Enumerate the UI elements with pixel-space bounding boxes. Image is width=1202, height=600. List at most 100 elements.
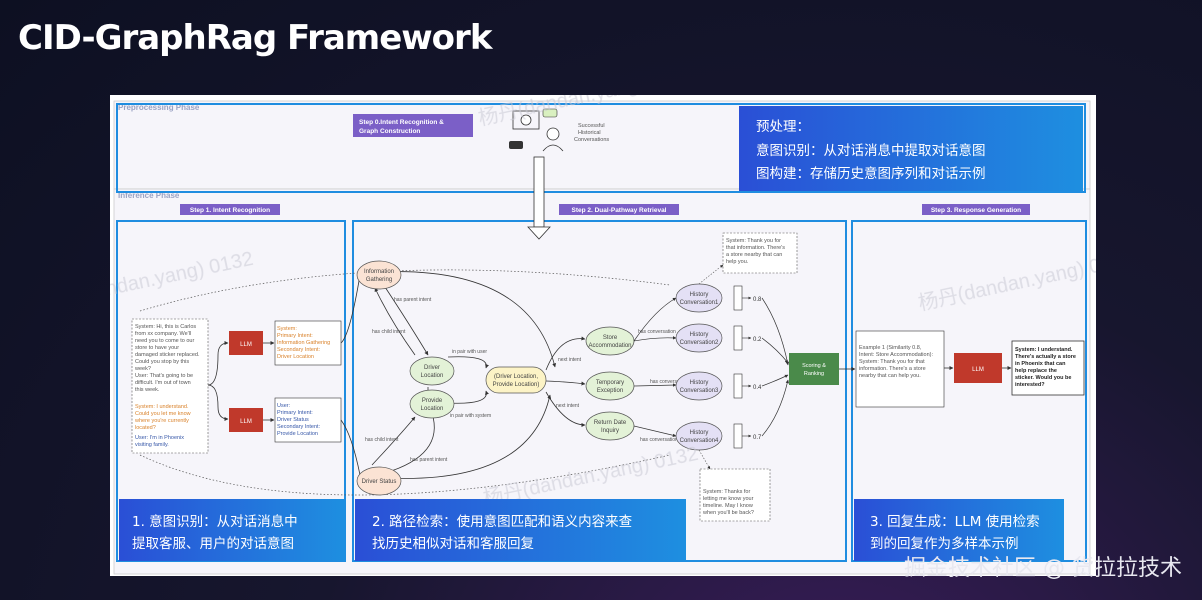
step3-cn-box <box>854 499 1064 561</box>
scores-to-ranking-edges <box>761 297 790 437</box>
step0-text: Step 0.Intent Recognition & <box>359 119 444 126</box>
svg-text:0.7: 0.7 <box>753 435 762 441</box>
svg-text:History: History <box>690 380 709 386</box>
svg-text:need you to come to our: need you to come to our <box>135 338 194 344</box>
node-temporary-exception-label: Temporary <box>596 380 624 386</box>
node-provide-location <box>409 389 455 419</box>
svg-text:letting me know your: letting me know your <box>703 496 754 502</box>
svg-text:next intent: next intent <box>558 357 582 363</box>
preprocessing-label: Preprocessing Phase <box>118 103 200 112</box>
step2-cn-line1: 2. 路径检索：使用意图匹配和语义内容来查 <box>372 513 633 530</box>
node-driver-status <box>356 466 402 496</box>
preprocessing-cn-line1: 意图识别：从对话消息中提取对话意图 <box>756 142 986 159</box>
svg-text:when you'll be back?: when you'll be back? <box>702 510 754 516</box>
svg-text:timeline. May I know: timeline. May I know <box>703 503 753 509</box>
step3-cn-line2: 到的回复作为多样本示例 <box>870 535 1019 552</box>
edge-labels: has parent intent has child intent in pa… <box>365 297 688 463</box>
conversation-lines: System: Hi, this is Carlos from xx compa… <box>134 324 200 448</box>
node-return-date-inquiry <box>585 411 635 441</box>
svg-text:User: I'm in Phoenix: User: I'm in Phoenix <box>135 435 184 441</box>
example-lines: Example 1 (Similarity 0.8, Intent: Store… <box>859 345 933 379</box>
response-box <box>1011 340 1085 396</box>
down-arrow-icon <box>527 156 551 240</box>
node-temporary-exception-label-2: Exception <box>597 388 623 394</box>
node-center-pair <box>485 366 547 394</box>
llm-label-2: LLM <box>240 419 252 425</box>
svg-text:Driver Status: Driver Status <box>277 417 309 423</box>
system-intent-lines: System: Primary Intent: Information Gath… <box>277 326 330 360</box>
svg-text:located?: located? <box>135 425 156 431</box>
node-provide-location-label-2: Location <box>421 406 444 412</box>
history-conversation-3: History Conversation3 0.4 <box>675 371 762 401</box>
svg-text:a store nearby that can: a store nearby that can <box>726 252 782 258</box>
node-center-pair-label: (Driver Location, <box>494 374 538 380</box>
user-intent-box <box>274 397 342 443</box>
svg-text:that information. There's: that information. There's <box>726 245 785 251</box>
svg-text:sticker. Would you be: sticker. Would you be <box>1015 375 1071 381</box>
llm-box-1 <box>229 331 263 355</box>
step2-cn-box <box>355 499 686 561</box>
note-top <box>722 232 798 274</box>
svg-text:Secondary Intent:: Secondary Intent: <box>277 424 321 430</box>
svg-text:difficult. I'm out of town: difficult. I'm out of town <box>135 380 191 386</box>
svg-text:0.4: 0.4 <box>753 385 762 391</box>
svg-text:has conversation: has conversation <box>638 329 676 335</box>
svg-text:0.2: 0.2 <box>753 337 762 343</box>
svg-text:where you're currently: where you're currently <box>134 418 189 424</box>
scoring-ranking-box <box>789 353 839 385</box>
graph-edges <box>371 271 586 479</box>
node-driver-location <box>409 356 455 386</box>
node-driver-status-label: Driver Status <box>362 479 397 485</box>
system-intent-link <box>340 274 361 344</box>
svg-text:System: Thanks for: System: Thanks for <box>703 489 750 495</box>
svg-text:in Phoenix that can: in Phoenix that can <box>1015 361 1066 367</box>
node-information-gathering <box>356 260 402 290</box>
svg-text:System: Hi, this is Carlos: System: Hi, this is Carlos <box>135 324 196 330</box>
step2-text: Step 2. Dual-Pathway Retrieval <box>571 207 666 214</box>
step0-tag <box>353 114 473 137</box>
svg-text:store to have your: store to have your <box>135 345 179 351</box>
svg-text:History: History <box>690 430 709 436</box>
conversation-box <box>131 318 209 454</box>
inference-label: Inference Phase <box>118 191 180 200</box>
ranking-label: Ranking <box>804 371 824 377</box>
svg-text:damaged sticker replaced.: damaged sticker replaced. <box>135 352 200 358</box>
step2-cn-line2: 找历史相似对话和客服回复 <box>372 535 534 552</box>
svg-text:There's actually a store: There's actually a store <box>1015 354 1076 360</box>
svg-text:Information Gathering: Information Gathering <box>277 340 330 346</box>
framework-diagram: Preprocessing Phase Inference Phase Step… <box>36 62 1135 575</box>
note-top-lines: System: Thank you for that information. … <box>726 238 785 265</box>
note-top-link <box>698 264 724 285</box>
store-to-history-edges <box>633 297 677 437</box>
historical-text: Historical <box>578 130 601 136</box>
history-conversation-4: History Conversation4 0.7 <box>675 421 762 451</box>
conv-to-llm1-arrow <box>207 341 229 386</box>
svg-text:Provide Location: Provide Location <box>277 431 318 437</box>
svg-text:has conversation: has conversation <box>650 379 688 385</box>
svg-text:Conversation2: Conversation2 <box>680 340 719 346</box>
preprocessing-cn-title: 预处理： <box>756 119 810 135</box>
svg-text:Conversation3: Conversation3 <box>680 388 719 394</box>
step3-cn-line1: 3. 回复生成：LLM 使用检索 <box>870 513 1040 530</box>
svg-text:this week.: this week. <box>135 387 160 393</box>
llm-box-2 <box>229 408 263 432</box>
example-box <box>855 330 945 408</box>
node-driver-location-label: Driver <box>424 365 440 371</box>
svg-text:System:: System: <box>277 326 297 332</box>
step1-cn-box <box>119 499 345 561</box>
svg-text:from xx company. We'll: from xx company. We'll <box>135 331 191 337</box>
svg-text:Could you let me know: Could you let me know <box>135 411 191 417</box>
framework-figure: Preprocessing Phase Inference Phase Step… <box>36 62 1135 576</box>
node-return-date-inquiry-label-2: Inquiry <box>601 428 619 434</box>
svg-text:Example 1 (Similarity 0.8,: Example 1 (Similarity 0.8, <box>859 345 922 351</box>
svg-text:help you.: help you. <box>726 259 749 265</box>
node-return-date-inquiry-label: Return Date <box>594 420 627 426</box>
preprocessing-frame <box>116 103 1086 193</box>
llm-label-3: LLM <box>972 367 984 373</box>
node-temporary-exception <box>585 371 635 401</box>
svg-text:Conversation1: Conversation1 <box>680 300 719 306</box>
node-center-pair-label-2: Provide Location) <box>493 382 540 388</box>
svg-text:Primary Intent:: Primary Intent: <box>277 333 313 339</box>
step0-text-2: Graph Construction <box>359 128 420 135</box>
svg-text:has child intent: has child intent <box>365 437 399 443</box>
